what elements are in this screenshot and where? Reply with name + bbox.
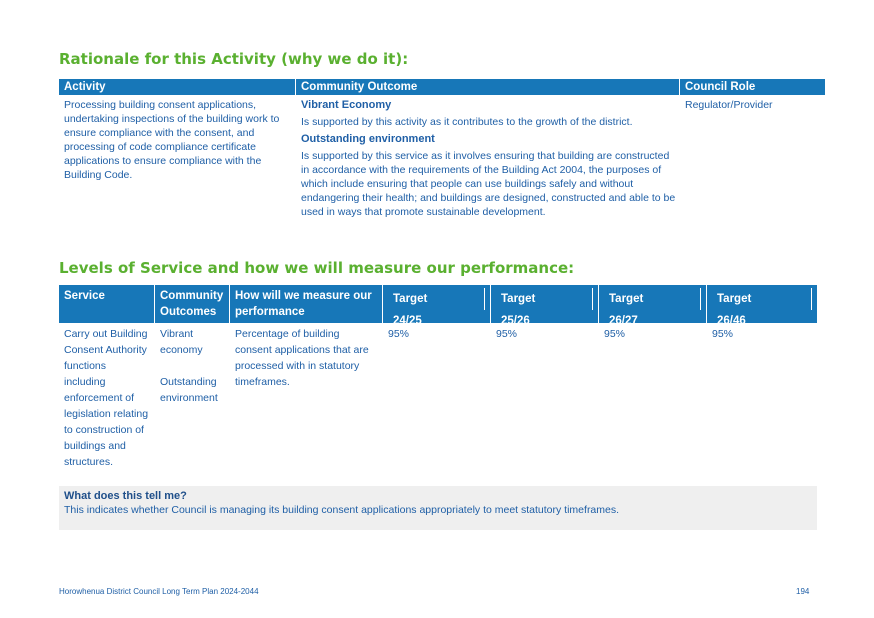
rationale-heading: Rationale for this Activity (why we do i…: [59, 50, 409, 68]
target-2-label: Target: [496, 288, 593, 310]
levels-table-header: Service Community Outcomes How will we m…: [59, 285, 817, 327]
levels-heading: Levels of Service and how we will measur…: [59, 259, 575, 277]
target-4-value: 95%: [712, 328, 734, 340]
rationale-table-row: Processing building consent applications…: [59, 95, 825, 219]
header-community-outcomes: Community Outcomes: [155, 285, 230, 323]
outcome-a: Vibrant economy: [160, 328, 203, 356]
tell-text: This indicates whether Council is managi…: [64, 504, 620, 516]
header-target-1: Target 24/25: [383, 285, 491, 327]
outcome-outstanding-environment-text: Is supported by this service as it invol…: [301, 150, 676, 218]
community-outcome-cell: Vibrant Economy Is supported by this act…: [296, 98, 680, 219]
rationale-table-header: Activity Community Outcome Council Role: [59, 79, 825, 95]
community-outcomes-cell: Vibrant economy Outstanding environment: [155, 326, 230, 470]
footer-page-number: 194: [796, 587, 810, 596]
header-target-4: Target 26/46: [707, 285, 817, 327]
target-3-year: 26/27: [609, 315, 638, 327]
target-3-label: Target: [604, 288, 701, 310]
header-target-2: Target 25/26: [491, 285, 599, 327]
header-target-3: Target 26/27: [599, 285, 707, 327]
outcome-vibrant-economy-text: Is supported by this activity as it cont…: [301, 116, 633, 128]
measure-text: Percentage of building consent applicati…: [235, 328, 369, 388]
tell-title: What does this tell me?: [64, 490, 187, 502]
target-1-year: 24/25: [393, 315, 422, 327]
header-council-role: Council Role: [685, 81, 756, 93]
header-service: Service: [59, 285, 155, 323]
header-activity: Activity: [59, 79, 296, 95]
rationale-table: Activity Community Outcome Council Role …: [59, 79, 825, 219]
what-does-this-tell-me-box: What does this tell me? This indicates w…: [59, 486, 817, 530]
outcome-outstanding-environment-title: Outstanding environment: [301, 133, 435, 145]
outcome-vibrant-economy-title: Vibrant Economy: [301, 99, 392, 111]
council-role-text: Regulator/Provider: [685, 99, 773, 111]
target-1-value: 95%: [388, 328, 410, 340]
target-3-value: 95%: [604, 328, 626, 340]
levels-table: Service Community Outcomes How will we m…: [59, 285, 817, 470]
target-4-year: 26/46: [717, 315, 746, 327]
service-text: Carry out Building Consent Authority fun…: [64, 328, 149, 468]
header-measure: How will we measure our performance: [230, 285, 383, 323]
footer-document-title: Horowhenua District Council Long Term Pl…: [59, 587, 259, 596]
activity-text: Processing building consent applications…: [64, 99, 280, 181]
levels-table-row: Carry out Building Consent Authority fun…: [59, 323, 817, 470]
target-4-label: Target: [712, 288, 812, 310]
target-2-year: 25/26: [501, 315, 530, 327]
target-1-label: Target: [388, 288, 485, 310]
target-2-value: 95%: [496, 328, 518, 340]
header-community-outcome: Community Outcome: [296, 79, 680, 95]
outcome-b: Outstanding environment: [160, 376, 218, 404]
